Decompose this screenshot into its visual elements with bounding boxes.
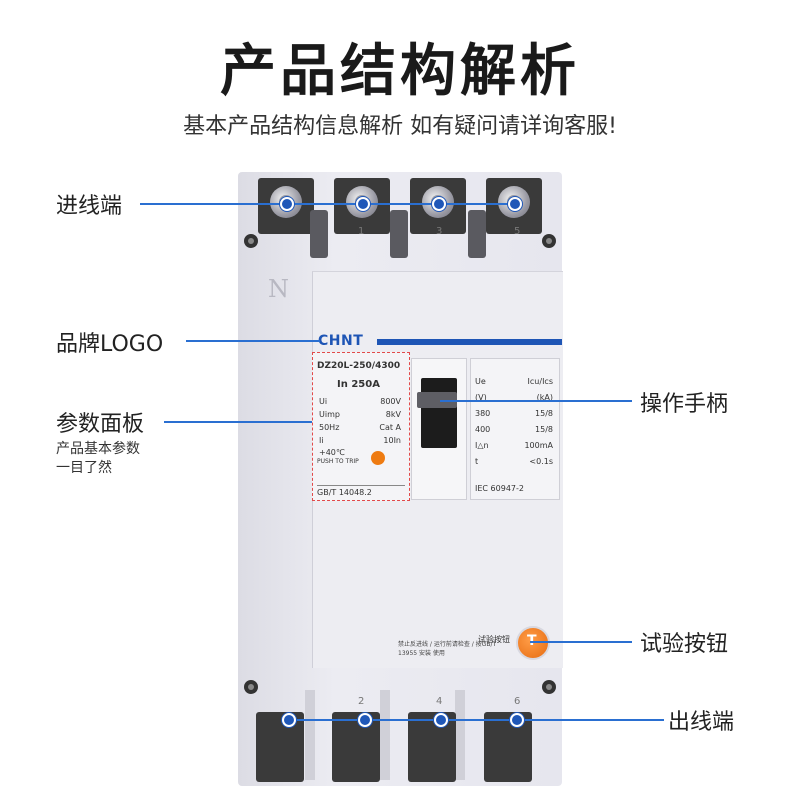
callout-param-note-2: 一目了然 xyxy=(56,460,112,476)
mount-screw-icon xyxy=(542,234,556,248)
pole-number: 2 xyxy=(358,696,365,707)
parameter-panel: DZ20L-250/4300 In 250A Ui 800V Uimp 8kV … xyxy=(312,352,410,501)
page-title: 产品结构解析 xyxy=(220,39,580,104)
handle-grip[interactable] xyxy=(417,392,457,408)
outlet-terminal-2 xyxy=(332,712,380,782)
operating-handle[interactable] xyxy=(421,378,457,448)
neutral-mark: N xyxy=(268,275,289,303)
brand-logo: CHNT xyxy=(318,333,364,349)
callout-outlet: 出线端 xyxy=(668,710,735,735)
spec-value: 15/8 xyxy=(535,425,553,434)
spec-table: Ue Icu/Ics (V) (kA) 380 15/8 400 15/8 I△… xyxy=(470,358,560,500)
spec-value: 100mA xyxy=(524,441,553,450)
param-key: +40℃ xyxy=(319,448,345,457)
push-to-trip-icon xyxy=(371,451,385,465)
param-key: Uimp xyxy=(319,410,340,419)
callout-param-note-1: 产品基本参数 xyxy=(56,441,140,457)
test-button-label: 试验按钮 xyxy=(478,635,510,644)
callout-line-test xyxy=(530,641,632,643)
param-value: 10In xyxy=(383,436,401,445)
callout-handle: 操作手柄 xyxy=(640,392,729,417)
mount-screw-icon xyxy=(244,234,258,248)
callout-dot-icon xyxy=(434,713,448,727)
spec-key: Ue xyxy=(475,377,486,386)
spec-key: t xyxy=(475,457,479,466)
outlet-terminal-4 xyxy=(408,712,456,782)
pole-number: 4 xyxy=(436,696,443,707)
model-number: DZ20L-250/4300 xyxy=(317,361,401,371)
callout-test-button: 试验按钮 xyxy=(640,632,729,657)
outlet-rib xyxy=(380,690,390,780)
callout-line-outlet xyxy=(284,719,664,721)
inlet-slot xyxy=(468,210,486,258)
spec-key: 380 xyxy=(475,409,491,418)
outlet-terminal-6 xyxy=(484,712,532,782)
callout-brand-logo: 品牌LOGO xyxy=(56,332,164,357)
spec-value: Icu/Ics xyxy=(527,377,553,386)
brand-stripe xyxy=(377,339,562,345)
push-to-trip-label: PUSH TO TRIP xyxy=(317,458,359,465)
callout-line-handle xyxy=(440,400,632,402)
pole-number: 6 xyxy=(514,696,521,707)
callout-dot-icon xyxy=(280,197,294,211)
inlet-slot xyxy=(390,210,408,258)
spec-key: I△n xyxy=(475,441,489,450)
pole-number: 1 xyxy=(358,226,365,237)
rated-current: In 250A xyxy=(337,379,380,390)
pole-number: 5 xyxy=(514,226,521,237)
param-value: 800V xyxy=(380,397,401,406)
callout-dot-icon xyxy=(282,713,296,727)
callout-dot-icon xyxy=(356,197,370,211)
spec-key: (V) xyxy=(475,393,487,402)
callout-param-panel: 参数面板 xyxy=(56,412,145,437)
warning-text: 禁止反进线 / 运行前请检查 / 按GB/T 13955 安装 使用 xyxy=(398,641,497,657)
spec-value: <0.1s xyxy=(529,457,553,466)
test-button[interactable] xyxy=(516,626,550,660)
inlet-slot xyxy=(310,210,328,258)
spec-key: 400 xyxy=(475,425,491,434)
param-key: 50Hz xyxy=(319,423,340,432)
mount-screw-icon xyxy=(244,680,258,694)
outlet-terminal-n xyxy=(256,712,304,782)
callout-dot-icon xyxy=(510,713,524,727)
outlet-rib xyxy=(455,690,465,780)
param-value: 8kV xyxy=(385,410,401,419)
mount-screw-icon xyxy=(542,680,556,694)
param-key: Ui xyxy=(319,397,328,406)
spec-value: (kA) xyxy=(536,393,553,402)
callout-inlet: 进线端 xyxy=(56,194,123,219)
spec-value: 15/8 xyxy=(535,409,553,418)
pole-number: 3 xyxy=(436,226,443,237)
callout-line-inlet xyxy=(140,203,520,205)
nameplate-standard: GB/T 14048.2 xyxy=(317,485,405,497)
spec-standard: IEC 60947-2 xyxy=(475,484,524,493)
callout-line-panel xyxy=(164,421,312,423)
callout-line-logo xyxy=(186,340,320,342)
callout-dot-icon xyxy=(432,197,446,211)
callout-dot-icon xyxy=(358,713,372,727)
page-subtitle: 基本产品结构信息解析 如有疑问请详询客服! xyxy=(183,114,617,139)
param-value: Cat A xyxy=(379,423,401,432)
callout-dot-icon xyxy=(508,197,522,211)
param-key: Ii xyxy=(319,436,324,445)
outlet-rib xyxy=(305,690,315,780)
